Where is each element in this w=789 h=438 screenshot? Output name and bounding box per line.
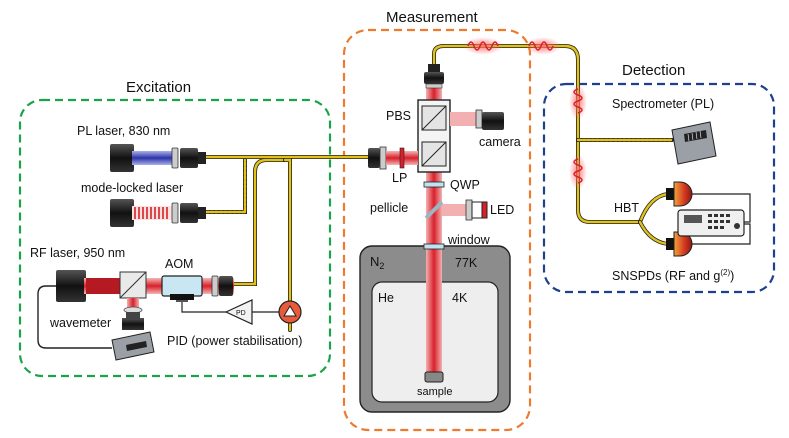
pbs-label: PBS xyxy=(386,109,411,123)
sample-stage xyxy=(424,371,444,383)
mode-locked-label: mode-locked laser xyxy=(81,181,183,195)
snspd-top xyxy=(666,181,693,207)
sample-label: sample xyxy=(417,386,452,398)
snspd-cable-top xyxy=(692,193,751,223)
fiber-network xyxy=(204,44,674,332)
counter-box xyxy=(677,209,745,237)
detection-box xyxy=(542,82,776,294)
excitation-title: Excitation xyxy=(126,79,191,96)
photodiode xyxy=(278,300,302,324)
rf-laser-label: RF laser, 950 nm xyxy=(30,246,125,260)
he-label: He xyxy=(378,291,394,305)
wavemeter-label: wavemeter xyxy=(49,316,111,330)
wavemeter-cable xyxy=(37,285,112,349)
lp-collimator xyxy=(368,146,418,170)
lp-label: LP xyxy=(392,171,407,185)
mode-locked-laser xyxy=(110,199,206,227)
pid-label: PID (power stabilisation) xyxy=(167,334,302,348)
top-collimator xyxy=(424,64,444,89)
pellicle-label: pellicle xyxy=(370,201,408,215)
pellicle xyxy=(424,200,444,220)
spectrometer-label: Spectrometer (PL) xyxy=(612,97,714,111)
qwp xyxy=(423,181,445,188)
n2-label: N2 xyxy=(370,254,384,271)
measurement-box xyxy=(342,28,532,432)
measurement-title: Measurement xyxy=(386,9,479,26)
t4-label: 4K xyxy=(452,291,468,305)
pid-amplifier: PD xyxy=(224,299,253,325)
t77-label: 77K xyxy=(455,256,478,270)
window-label: window xyxy=(447,233,491,247)
led xyxy=(442,199,488,221)
rf-laser xyxy=(56,270,234,324)
pl-laser xyxy=(110,144,206,172)
pbs-cube xyxy=(417,99,451,173)
spectrometer xyxy=(671,121,717,165)
cryostat-window xyxy=(423,243,445,250)
aom-label: AOM xyxy=(165,257,193,271)
photon-wavepackets xyxy=(463,37,587,190)
excitation-box xyxy=(18,98,332,378)
detection-title: Detection xyxy=(622,62,685,79)
camera xyxy=(450,109,504,130)
snspds-label: SNSPDs (RF and g(2)) xyxy=(612,268,734,283)
camera-label: camera xyxy=(479,135,521,149)
pl-laser-label: PL laser, 830 nm xyxy=(77,124,170,138)
hbt-label: HBT xyxy=(614,201,639,215)
aom-feedback-cable xyxy=(181,302,226,313)
led-label: LED xyxy=(490,203,514,217)
pd-text: PD xyxy=(236,310,246,317)
wavemeter xyxy=(111,312,155,361)
snspd-cable-bottom xyxy=(692,223,751,245)
qwp-label: QWP xyxy=(450,178,480,192)
